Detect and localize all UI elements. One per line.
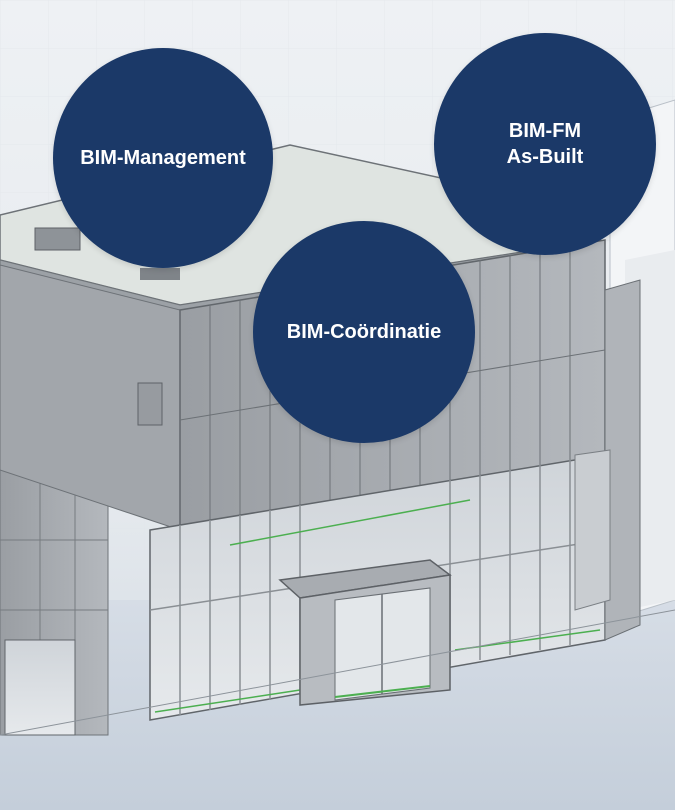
bim-management-bubble[interactable]: BIM-Management [53,48,273,268]
rooftop-unit [34,227,81,251]
wall-hatch [137,382,163,426]
rooftop-vent [140,268,180,280]
bim-fm-bubble[interactable]: BIM-FM As-Built [434,33,656,255]
bim-coordination-bubble[interactable]: BIM-Coördinatie [253,221,475,443]
right-screen [574,449,611,611]
bim-coordination-label: BIM-Coördinatie [286,321,442,343]
left-building-door [4,639,76,736]
bim-management-label: BIM-Management [80,147,246,169]
as-built-label: As-Built [506,146,584,168]
bim-fm-label: BIM-FM [508,120,582,142]
